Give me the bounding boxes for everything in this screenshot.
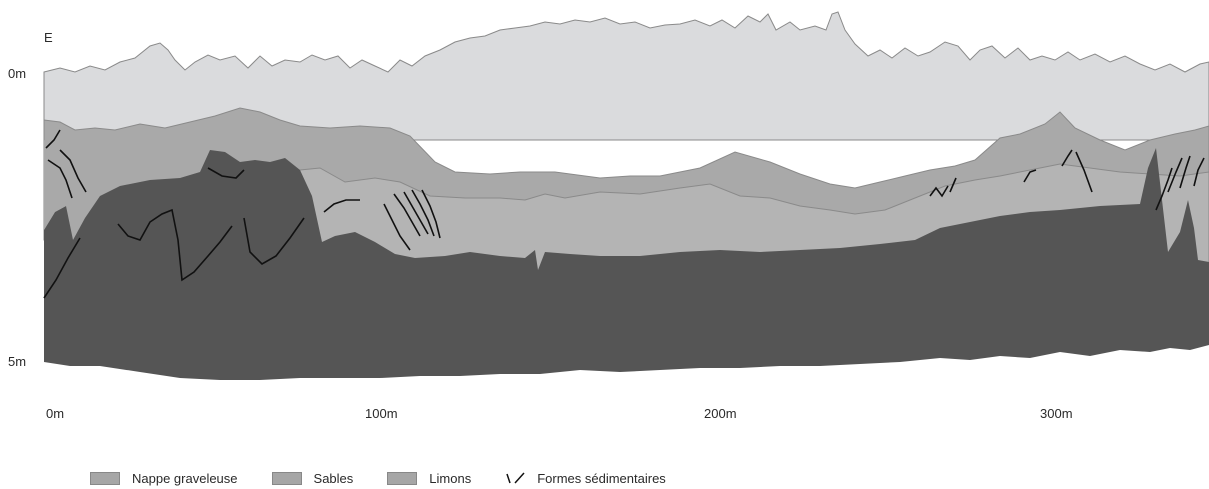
gravel-layer (44, 148, 1209, 380)
distance-label-100: 100m (365, 406, 398, 421)
legend-label-silt: Limons (429, 470, 472, 486)
silt-swatch (387, 471, 418, 485)
legend-label-forms: Formes sédimentaires (537, 470, 666, 486)
legend-label-gravel: Nappe graveleuse (132, 470, 238, 486)
legend-item-gravel: Nappe graveleuse (90, 471, 238, 486)
gravel-swatch (90, 471, 120, 485)
distance-label-300: 300m (1040, 406, 1073, 421)
legend-item-silt: Limons (387, 471, 471, 486)
sedimentary-forms-icon (506, 472, 525, 484)
legend-item-sand: Sables (271, 470, 354, 486)
section-end-label: E (44, 30, 53, 45)
depth-label-0: 0m (8, 66, 26, 81)
sedimentary-structures (43, 129, 1205, 299)
gravel-outcrop-left (44, 140, 88, 230)
distance-label-200: 200m (704, 406, 737, 421)
surface-layer (43, 11, 1209, 141)
distance-label-0: 0m (46, 406, 64, 421)
sand-swatch (271, 471, 302, 485)
legend-item-forms: Formes sédimentaires (505, 471, 666, 486)
legend-label-sand: Sables (313, 470, 354, 486)
legend: Nappe graveleuse Sables Limons Formes sé… (90, 470, 700, 486)
depth-label-5: 5m (8, 354, 26, 369)
